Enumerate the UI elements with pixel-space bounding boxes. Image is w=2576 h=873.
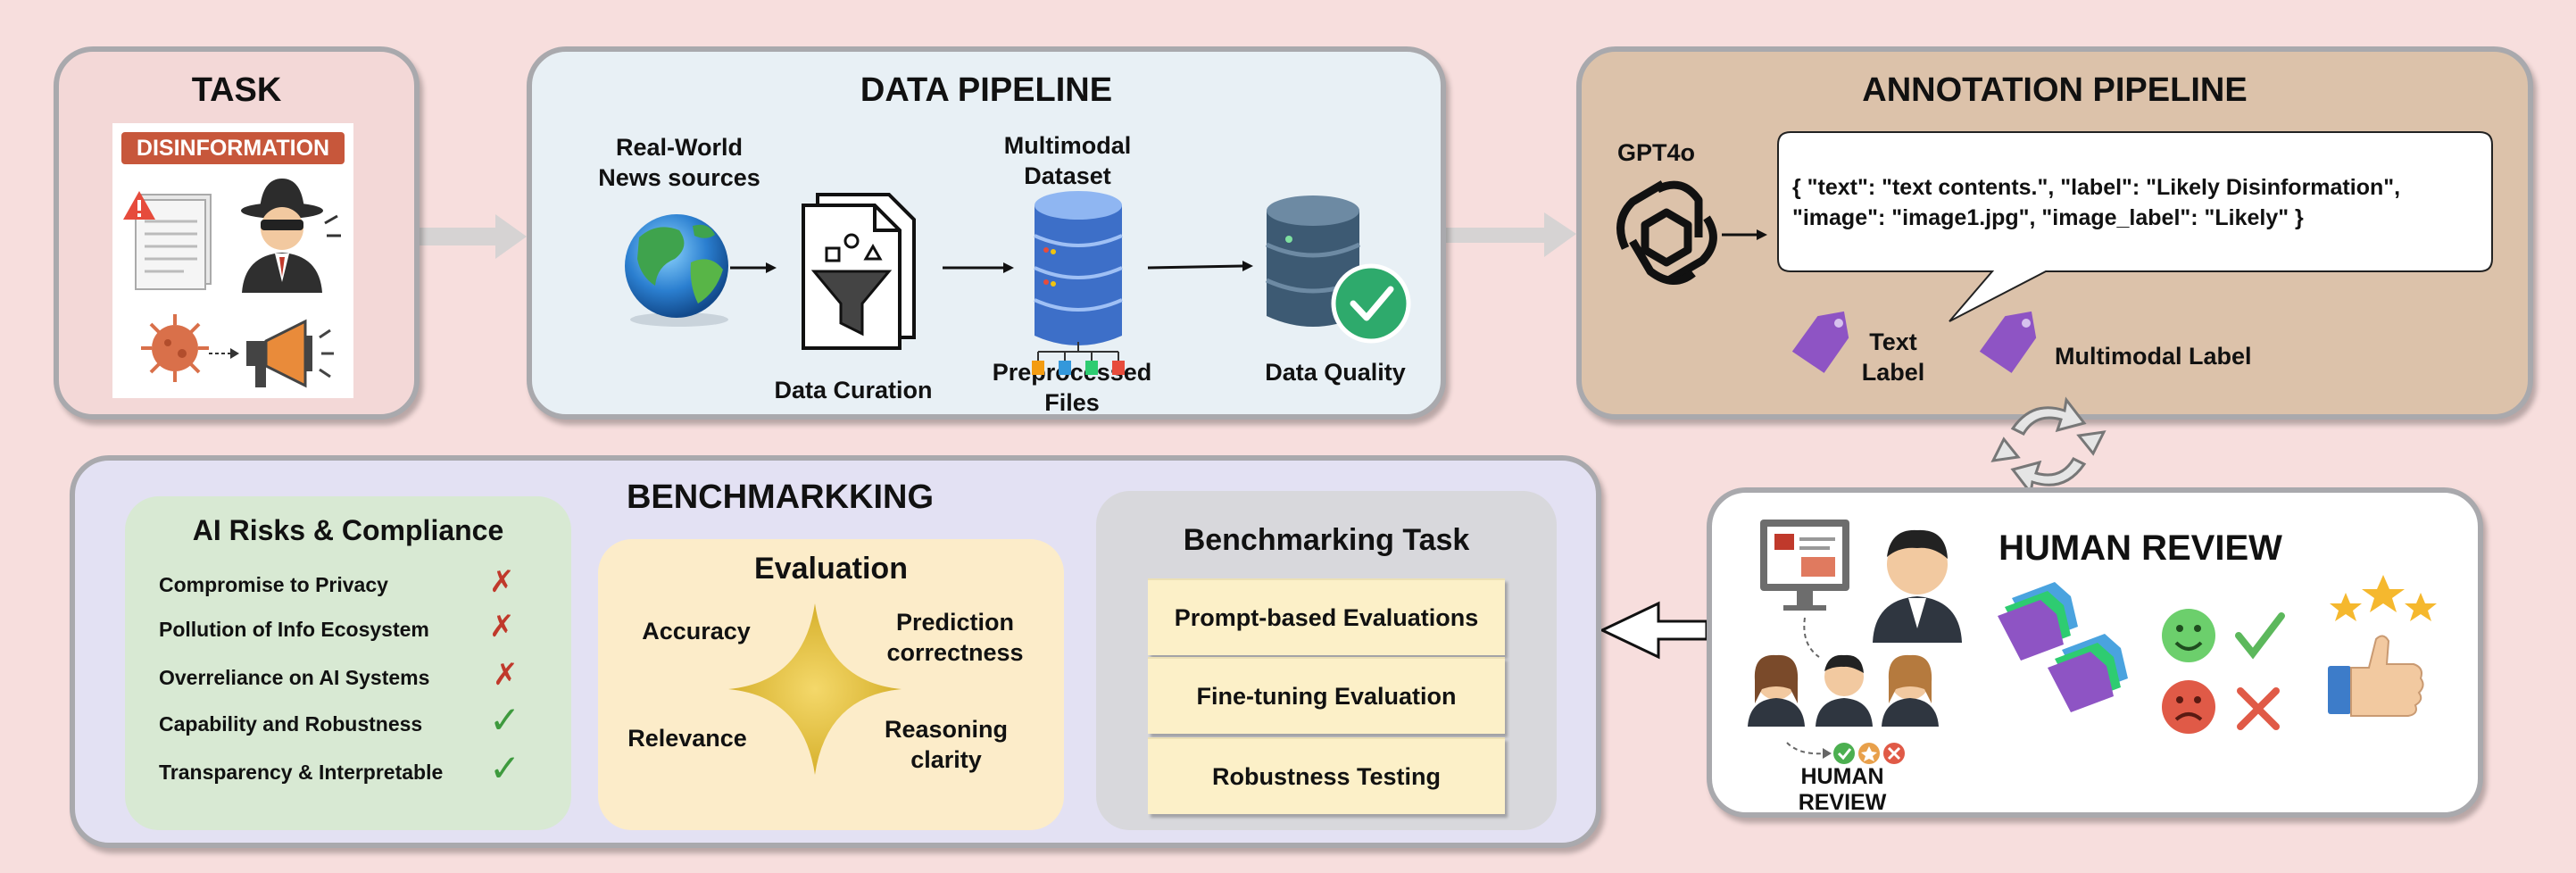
relevance-label: Relevance [627, 725, 747, 752]
risk-item-transparency: Transparency & Interpretable [159, 761, 444, 784]
benchmarking-panel: BENCHMARKKING AI Risks & Compliance Comp… [70, 455, 1601, 848]
multimodal-label-tag-icon [1979, 311, 2037, 373]
task-robustness: Robustness Testing [1148, 737, 1505, 814]
evaluation-panel: Evaluation Accuracy Prediction correctne… [598, 539, 1064, 830]
disinformation-badge: DISINFORMATION [121, 132, 345, 164]
task-panel: TASK DISINFORMATION [54, 46, 420, 420]
annotation-pipeline-title: ANNOTATION PIPELINE [1862, 71, 2248, 109]
arrow-dataset-quality [1147, 264, 1243, 270]
task-illustration: DISINFORMATION [112, 123, 353, 398]
approve-icon [1833, 743, 1855, 764]
check-icon [2235, 612, 2285, 660]
task-icons [123, 179, 341, 388]
gpt4o-logo-icon [1616, 180, 1717, 285]
gpt4o-label: GPT4o [1617, 139, 1696, 166]
data-curation-icon [802, 193, 916, 350]
accuracy-label: Accuracy [642, 618, 751, 644]
human-review-panel: HUMAN REVIEW HUMAN REVIEW [1707, 487, 2483, 818]
benchmarking-title: BENCHMARKKING [626, 478, 935, 516]
refresh-cycle-icon [1990, 396, 2107, 496]
risk-status-pollution-cross-icon: ✗ [489, 609, 515, 644]
megaphone-icon [246, 319, 334, 388]
json-speech-bubble [1777, 131, 2493, 322]
risk-status-transparency-check-icon: ✓ [489, 746, 521, 790]
human-review-caption: HUMAN REVIEW [1798, 764, 1887, 815]
risk-status-capability-check-icon: ✓ [489, 698, 521, 742]
benchmarking-task-title: Benchmarking Task [1183, 523, 1470, 557]
task-title: TASK [191, 71, 282, 109]
multimodal-dataset-label: Multimodal Dataset [1003, 132, 1132, 189]
sad-face-icon [2162, 680, 2215, 734]
monitor-icon [1760, 520, 1849, 611]
human-review-title: HUMAN REVIEW [1998, 528, 2282, 568]
risk-status-privacy-cross-icon: ✗ [489, 564, 515, 600]
database-icon [1032, 191, 1125, 375]
data-curation-label: Data Curation [774, 377, 933, 403]
annotators-avatars-icon [1748, 654, 1939, 727]
evaluation-title: Evaluation [754, 552, 908, 586]
risk-item-capability: Capability and Robustness [159, 712, 423, 736]
virus-icon [141, 314, 239, 382]
human-review-graphics [1748, 520, 2437, 764]
ai-risks-title: AI Risks & Compliance [192, 514, 504, 546]
preprocessed-files-label: Preprocessed Files [992, 359, 1152, 416]
reasoning-clarity-label: Reasoning clarity [884, 716, 1009, 773]
task-prompt-based: Prompt-based Evaluations [1148, 578, 1505, 655]
data-quality-label: Data Quality [1265, 359, 1406, 386]
evaluation-star-icon [728, 603, 902, 775]
json-line-2: "image": "image1.jpg", "image_label": "L… [1792, 205, 2304, 230]
stars-icon [2330, 575, 2437, 621]
json-line-1: { "text": "text contents.", "label": "Li… [1792, 175, 2401, 200]
data-pipeline-panel: DATA PIPELINE Real-World News sources Da… [527, 46, 1446, 420]
reviewer-avatar-icon [1873, 529, 1962, 643]
data-pipeline-title: DATA PIPELINE [860, 71, 1113, 109]
annotation-pipeline-panel: ANNOTATION PIPELINE GPT4o { "text": "tex… [1576, 46, 2533, 420]
data-quality-icon [1265, 195, 1411, 344]
cross-icon [2237, 687, 2280, 730]
text-label: Text Label [1861, 328, 1925, 386]
prediction-correctness-label: Prediction correctness [886, 609, 1024, 666]
thumbs-up-icon [2328, 635, 2424, 717]
multimodal-label: Multimodal Label [2055, 343, 2252, 370]
data-pipeline-icons [625, 191, 1411, 375]
fake-news-document-icon [123, 191, 212, 290]
ai-risks-panel: AI Risks & Compliance Compromise to Priv… [125, 496, 571, 830]
spy-icon [241, 179, 341, 293]
risk-item-privacy: Compromise to Privacy [159, 573, 388, 596]
risk-item-overreliance: Overreliance on AI Systems [159, 666, 430, 689]
news-sources-label: Real-World News sources [598, 134, 760, 191]
globe-icon [625, 214, 728, 327]
label-tags-stack-icon [1998, 582, 2128, 712]
arrow-review-to-bench [1599, 601, 1708, 660]
task-fine-tuning: Fine-tuning Evaluation [1148, 657, 1505, 734]
benchmarking-task-panel: Benchmarking Task Prompt-based Evaluatio… [1096, 491, 1557, 830]
text-label-tag-icon [1791, 311, 1849, 373]
arrow-task-to-data [420, 214, 527, 259]
arrow-data-to-annotation [1446, 212, 1576, 257]
risk-status-overreliance-cross-icon: ✗ [493, 657, 519, 693]
risk-item-pollution: Pollution of Info Ecosystem [159, 618, 429, 641]
annotation-graphics [1616, 131, 2493, 373]
happy-face-icon [2162, 609, 2215, 662]
